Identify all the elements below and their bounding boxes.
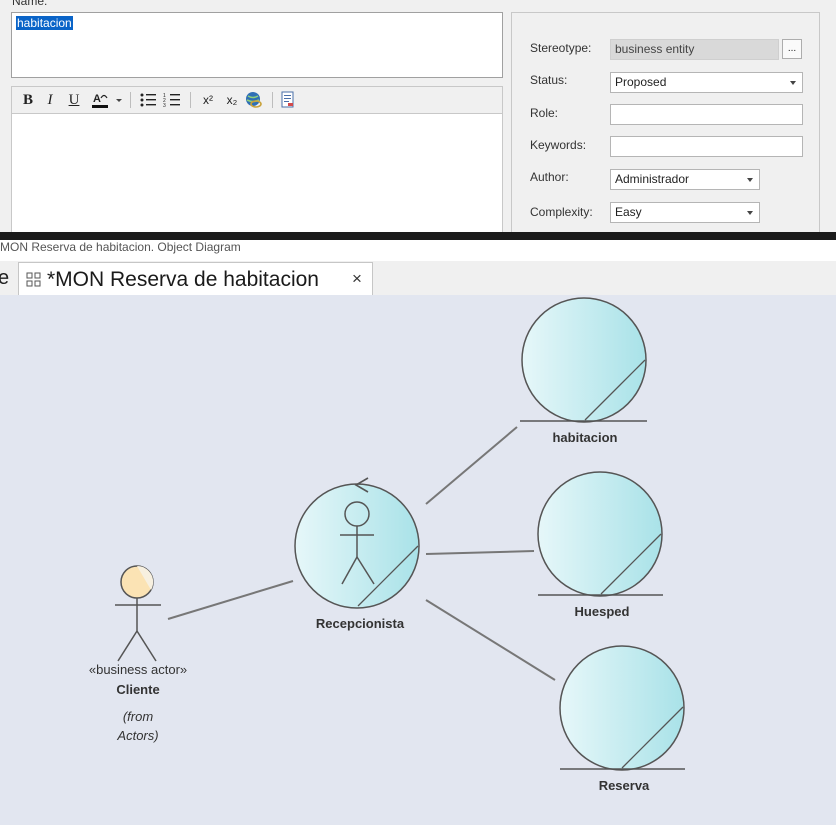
recepcionista-label: Recepcionista [315, 616, 405, 631]
chevron-down-icon [790, 81, 796, 85]
complexity-dropdown[interactable]: Easy [610, 202, 760, 223]
superscript-button[interactable]: x² [203, 93, 213, 107]
document-button[interactable] [278, 90, 298, 110]
diagram-icon [26, 272, 41, 287]
underline-button[interactable]: U [68, 91, 80, 108]
properties-panel: Stereotype: business entity ... Status: … [511, 12, 820, 232]
complexity-value: Easy [615, 205, 642, 219]
connector-cliente-recepcionista[interactable] [167, 580, 294, 620]
connector-recepcionista-huesped[interactable] [425, 550, 535, 555]
status-value: Proposed [615, 75, 667, 89]
svg-text:A: A [93, 93, 101, 105]
svg-text:2: 2 [163, 98, 166, 104]
stereotype-label: Stereotype: [530, 41, 592, 55]
subscript-button[interactable]: x₂ [226, 93, 238, 107]
entity-reserva[interactable] [559, 645, 685, 771]
svg-text:1: 1 [163, 93, 166, 99]
font-color-icon: A [92, 93, 122, 108]
chevron-down-icon [747, 211, 753, 215]
author-dropdown[interactable]: Administrador [610, 169, 760, 190]
properties-area: Name: habitacion B I U A 1 2 3 [0, 0, 836, 232]
name-value: habitacion [16, 16, 73, 30]
bullet-list-icon [140, 93, 156, 107]
complexity-label: Complexity: [530, 205, 593, 219]
close-icon[interactable]: × [352, 269, 362, 288]
status-dropdown[interactable]: Proposed [610, 72, 803, 93]
globe-link-icon [246, 92, 262, 108]
huesped-label: Huesped [574, 604, 630, 619]
tab-title: *MON Reserva de habitacion [47, 268, 319, 291]
role-label: Role: [530, 106, 559, 120]
connector-recepcionista-reserva[interactable] [425, 599, 556, 681]
bullet-list-button[interactable] [138, 90, 158, 110]
name-label: Name: [12, 0, 48, 8]
cliente-label: Cliente [116, 682, 160, 697]
diagram-caption: MON Reserva de habitacion. Object Diagra… [0, 240, 836, 261]
role-input[interactable] [610, 104, 803, 125]
divider-strip [0, 232, 836, 240]
chevron-down-icon [747, 178, 753, 182]
diagram-tab-bar: e *MON Reserva de habitacion × [0, 261, 836, 296]
font-color-button[interactable]: A [90, 90, 128, 110]
diagram-canvas[interactable]: habitacion Huesped Reserva Recepcionista… [0, 295, 836, 825]
habitacion-label: habitacion [552, 430, 618, 445]
previous-tab[interactable]: e [0, 267, 10, 289]
document-icon [281, 91, 294, 108]
actor-cliente[interactable] [115, 565, 161, 662]
italic-button[interactable]: I [47, 91, 53, 108]
diagram-drawing [115, 297, 685, 771]
entity-huesped[interactable] [537, 471, 663, 597]
reserva-label: Reserva [598, 778, 650, 793]
connector-recepcionista-habitacion[interactable] [425, 426, 518, 505]
entity-habitacion[interactable] [520, 297, 647, 423]
author-label: Author: [530, 170, 569, 184]
keywords-input[interactable] [610, 136, 803, 157]
numbered-list-button[interactable]: 1 2 3 [162, 90, 182, 110]
name-input[interactable]: habitacion [11, 12, 503, 78]
status-label: Status: [530, 73, 568, 87]
notes-editor[interactable] [11, 113, 503, 232]
stereotype-select-button[interactable]: ... [782, 39, 802, 59]
svg-text:3: 3 [163, 103, 166, 108]
numbered-list-icon: 1 2 3 [163, 93, 180, 108]
cliente-from-line2: Actors) [117, 728, 159, 743]
stereotype-field: business entity [610, 39, 779, 60]
cliente-stereotype: «business actor» [88, 662, 188, 677]
toolbar-separator [190, 92, 191, 108]
worker-recepcionista[interactable] [294, 477, 420, 609]
hyperlink-button[interactable] [244, 90, 264, 110]
toolbar-separator [272, 92, 273, 108]
author-value: Administrador [615, 172, 690, 186]
cliente-from-line1: (from [122, 709, 154, 724]
notes-toolbar: B I U A 1 2 3 x² [11, 86, 503, 114]
tab-mon-reserva[interactable]: *MON Reserva de habitacion × [18, 262, 373, 295]
toolbar-separator [130, 92, 131, 108]
keywords-label: Keywords: [530, 138, 587, 152]
bold-button[interactable]: B [22, 91, 33, 108]
